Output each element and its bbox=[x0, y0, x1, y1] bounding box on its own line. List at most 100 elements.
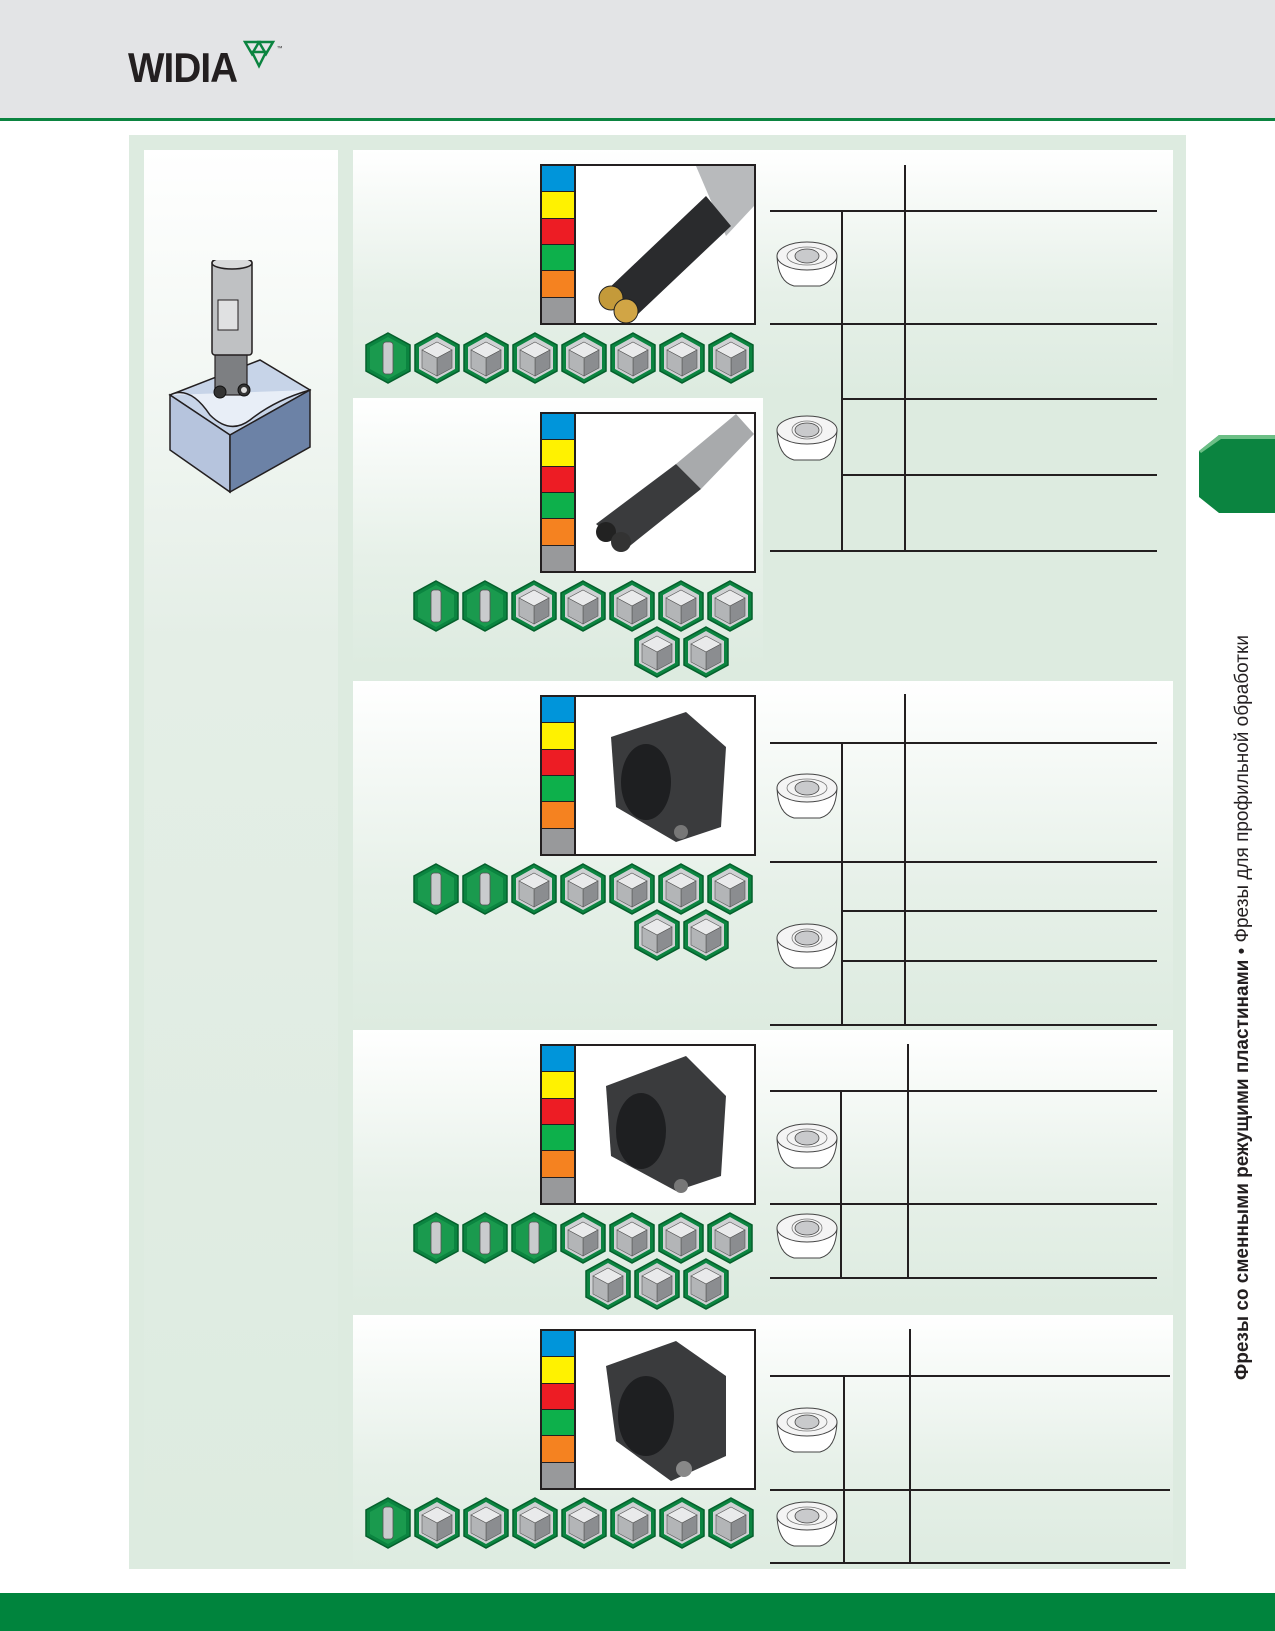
tool-block-4 bbox=[353, 1030, 1173, 1306]
material-h-swatch bbox=[542, 297, 574, 323]
tool-block-3 bbox=[353, 681, 1173, 1029]
table-column-rule bbox=[841, 210, 843, 550]
round-insert-multi-index-icon bbox=[776, 1407, 838, 1453]
application-icons-2a bbox=[413, 580, 753, 632]
tool-photo-5 bbox=[540, 1329, 756, 1490]
section-title-bold: Фрезы со сменными режущими пластинами bbox=[1232, 959, 1253, 1380]
helical-interpolation-application-icon bbox=[708, 1497, 754, 1549]
helical-interpolation-application-icon bbox=[708, 332, 754, 384]
end-mill-photo-icon bbox=[598, 166, 754, 324]
table-rule bbox=[841, 910, 1157, 912]
tool-photo-3 bbox=[540, 695, 756, 856]
pocket-application-icon bbox=[585, 1258, 631, 1310]
tool-photo-4 bbox=[540, 1044, 756, 1205]
table-rule bbox=[770, 210, 1157, 212]
profile-application-icon bbox=[463, 332, 509, 384]
shoulder-application-icon bbox=[463, 1497, 509, 1549]
table-rule bbox=[770, 1375, 1170, 1377]
pocket-slot-application-icon bbox=[658, 1212, 704, 1264]
face-application-icon bbox=[658, 863, 704, 915]
pocket-slot-application-icon bbox=[512, 1497, 558, 1549]
table-rule bbox=[770, 323, 1157, 325]
plunge-application-icon bbox=[365, 332, 411, 384]
slot-ramp-application-icon bbox=[511, 580, 557, 632]
face-mill-application-icon bbox=[365, 1497, 411, 1549]
long-end-mill-photo-icon bbox=[596, 414, 754, 552]
shoulder-application-icon bbox=[560, 863, 606, 915]
helical-interpolation-application-icon bbox=[683, 1258, 729, 1310]
thread-plunge-application-icon bbox=[413, 580, 459, 632]
helical-interpolation-application-icon bbox=[683, 626, 729, 678]
material-strip bbox=[542, 1331, 576, 1488]
slot-ramp-application-icon bbox=[414, 332, 460, 384]
shoulder-application-icon bbox=[560, 580, 606, 632]
face-application-icon bbox=[561, 1497, 607, 1549]
table-rule bbox=[770, 1489, 1170, 1491]
table-column-rule bbox=[841, 742, 843, 1024]
table-rule bbox=[841, 960, 1157, 962]
table-rule bbox=[770, 550, 1157, 552]
application-icons-3b bbox=[634, 909, 729, 961]
table-column-rule bbox=[904, 694, 906, 1024]
slot-ramp-application-icon bbox=[560, 1212, 606, 1264]
shoulder-application-icon bbox=[512, 332, 558, 384]
table-rule bbox=[770, 1090, 1157, 1092]
material-s-swatch bbox=[542, 271, 574, 298]
table-rule bbox=[770, 1277, 1157, 1279]
round-insert-indexed-flat-icon bbox=[776, 1213, 838, 1259]
application-icons-1 bbox=[365, 332, 754, 384]
round-insert-indexed-positive-icon bbox=[776, 1501, 838, 1547]
material-strip bbox=[542, 166, 576, 323]
table-column-rule bbox=[907, 1044, 909, 1277]
large-shell-mill-photo-icon bbox=[606, 1341, 726, 1481]
helical-interpolation-application-icon bbox=[683, 909, 729, 961]
plunge-application-icon bbox=[462, 863, 508, 915]
table-column-rule bbox=[843, 1375, 845, 1562]
application-icons-2b bbox=[634, 626, 729, 678]
thread-plunge-application-icon bbox=[413, 1212, 459, 1264]
table-rule bbox=[770, 861, 1157, 863]
hole-application-icon bbox=[634, 626, 680, 678]
brand-name: WIDIA bbox=[128, 44, 238, 91]
profile-milling-illustration-icon bbox=[168, 260, 312, 494]
table-column-rule bbox=[840, 1090, 842, 1277]
face-application-icon bbox=[707, 1212, 753, 1264]
round-insert-flat-icon bbox=[776, 923, 838, 969]
section-title: Фрезы со сменными режущими пластинами • … bbox=[1232, 635, 1254, 1380]
section-title-regular: Фрезы для профильной обработки bbox=[1232, 635, 1253, 943]
pocket-slot-application-icon bbox=[609, 863, 655, 915]
page-header: WIDIA ™ bbox=[0, 0, 1275, 121]
material-strip bbox=[542, 1046, 576, 1203]
face-mill-application-icon bbox=[511, 1212, 557, 1264]
table-rule bbox=[841, 398, 1157, 400]
plunge-application-icon bbox=[462, 1212, 508, 1264]
material-strip bbox=[542, 697, 576, 854]
material-k-swatch bbox=[542, 218, 574, 245]
table-rule bbox=[770, 742, 1157, 744]
section-tab-icon bbox=[1199, 435, 1275, 513]
section-title-separator: • bbox=[1232, 942, 1253, 960]
round-insert-flat-icon bbox=[776, 415, 838, 461]
trademark: ™ bbox=[276, 46, 283, 52]
table-rule bbox=[841, 474, 1157, 476]
pocket-application-icon bbox=[659, 332, 705, 384]
tool-photo-2 bbox=[540, 412, 756, 573]
widia-triangle-logo-icon bbox=[242, 40, 275, 69]
application-icons-5 bbox=[365, 1497, 754, 1549]
pocket-slot-application-icon bbox=[609, 580, 655, 632]
tool-photo-1 bbox=[540, 164, 756, 325]
face-application-icon bbox=[610, 332, 656, 384]
hole-application-icon bbox=[634, 909, 680, 961]
material-strip bbox=[542, 414, 576, 571]
plunge-application-icon bbox=[462, 580, 508, 632]
table-rule bbox=[770, 1203, 1157, 1205]
material-p-swatch bbox=[542, 166, 574, 193]
thread-plunge-application-icon bbox=[413, 863, 459, 915]
shell-mill-photo-icon bbox=[611, 712, 726, 842]
round-insert-indexed-positive-icon bbox=[776, 773, 838, 819]
table-column-rule bbox=[909, 1329, 911, 1562]
shoulder-application-icon bbox=[609, 1212, 655, 1264]
face-application-icon bbox=[658, 580, 704, 632]
application-icons-4b bbox=[585, 1258, 729, 1310]
pocket-slot-application-icon bbox=[561, 332, 607, 384]
